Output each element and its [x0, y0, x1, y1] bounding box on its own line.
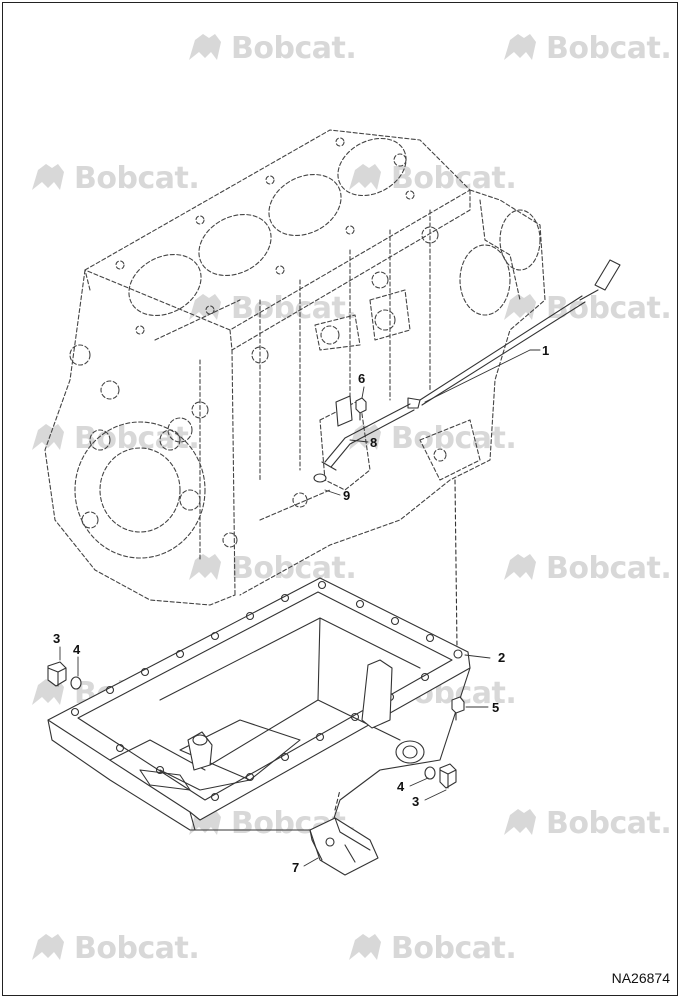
watermark-text: Bobcat. [546, 805, 672, 841]
bobcat-logo-icon [504, 294, 536, 320]
bobcat-logo-icon [504, 554, 536, 580]
washer-left [70, 676, 82, 690]
callout-8: 8 [370, 435, 377, 450]
oil-pan [47, 577, 471, 831]
watermark: Bobcat. [500, 30, 672, 66]
tube-o-ring [313, 473, 327, 483]
watermark: Bobcat. [345, 160, 517, 196]
watermark-text: Bobcat. [391, 930, 517, 966]
pan-cover [309, 789, 379, 876]
watermark: Bobcat. [28, 160, 200, 196]
bobcat-logo-icon [32, 164, 64, 190]
watermark: Bobcat. [185, 550, 357, 586]
drain-plug-left [47, 661, 67, 687]
watermark: Bobcat. [500, 805, 672, 841]
bobcat-logo-icon [189, 294, 221, 320]
callout-3-left: 3 [53, 631, 60, 646]
bobcat-logo-icon [504, 34, 536, 60]
watermark-text: Bobcat. [74, 930, 200, 966]
watermark-text: Bobcat. [74, 420, 200, 456]
drain-plug-right [439, 763, 457, 789]
watermark: Bobcat. [500, 290, 672, 326]
watermark-text: Bobcat. [391, 160, 517, 196]
callout-7: 7 [292, 860, 299, 875]
watermark-text: Bobcat. [546, 290, 672, 326]
tube-bolt [355, 397, 367, 421]
leader-lines [59, 349, 541, 867]
bobcat-logo-icon [189, 554, 221, 580]
callout-5: 5 [492, 700, 499, 715]
dipstick [419, 259, 621, 406]
callout-2: 2 [498, 650, 505, 665]
watermark-text: Bobcat. [74, 160, 200, 196]
watermark: Bobcat. [345, 930, 517, 966]
tube-bracket [335, 395, 353, 427]
watermark-text: Bobcat. [546, 30, 672, 66]
figure-reference-code: NA26874 [611, 970, 670, 986]
callout-3-right: 3 [412, 794, 419, 809]
bobcat-logo-icon [504, 809, 536, 835]
callout-4-left: 4 [73, 642, 81, 657]
washer-right [424, 766, 436, 780]
bobcat-logo-icon [32, 424, 64, 450]
bobcat-logo-icon [189, 34, 221, 60]
bobcat-logo-icon [32, 934, 64, 960]
callout-4-right: 4 [397, 779, 405, 794]
callout-6: 6 [358, 371, 365, 386]
callout-1: 1 [542, 343, 549, 358]
assembly-line [454, 479, 458, 649]
pan-bolt [451, 696, 465, 721]
callout-9: 9 [343, 488, 350, 503]
watermark: Bobcat. [28, 930, 200, 966]
watermark-text: Bobcat. [231, 30, 357, 66]
watermark-text: Bobcat. [231, 550, 357, 586]
watermark-text: Bobcat. [546, 550, 672, 586]
callout-labels: 1 2 3 3 4 4 5 6 7 8 9 [53, 343, 549, 875]
bobcat-logo-icon [349, 164, 381, 190]
watermark: Bobcat. [185, 30, 357, 66]
dipstick-guide-tube [321, 397, 421, 471]
watermark: Bobcat. [500, 550, 672, 586]
watermark: Bobcat. [28, 420, 200, 456]
bobcat-logo-icon [349, 934, 381, 960]
engine-block [44, 129, 546, 606]
